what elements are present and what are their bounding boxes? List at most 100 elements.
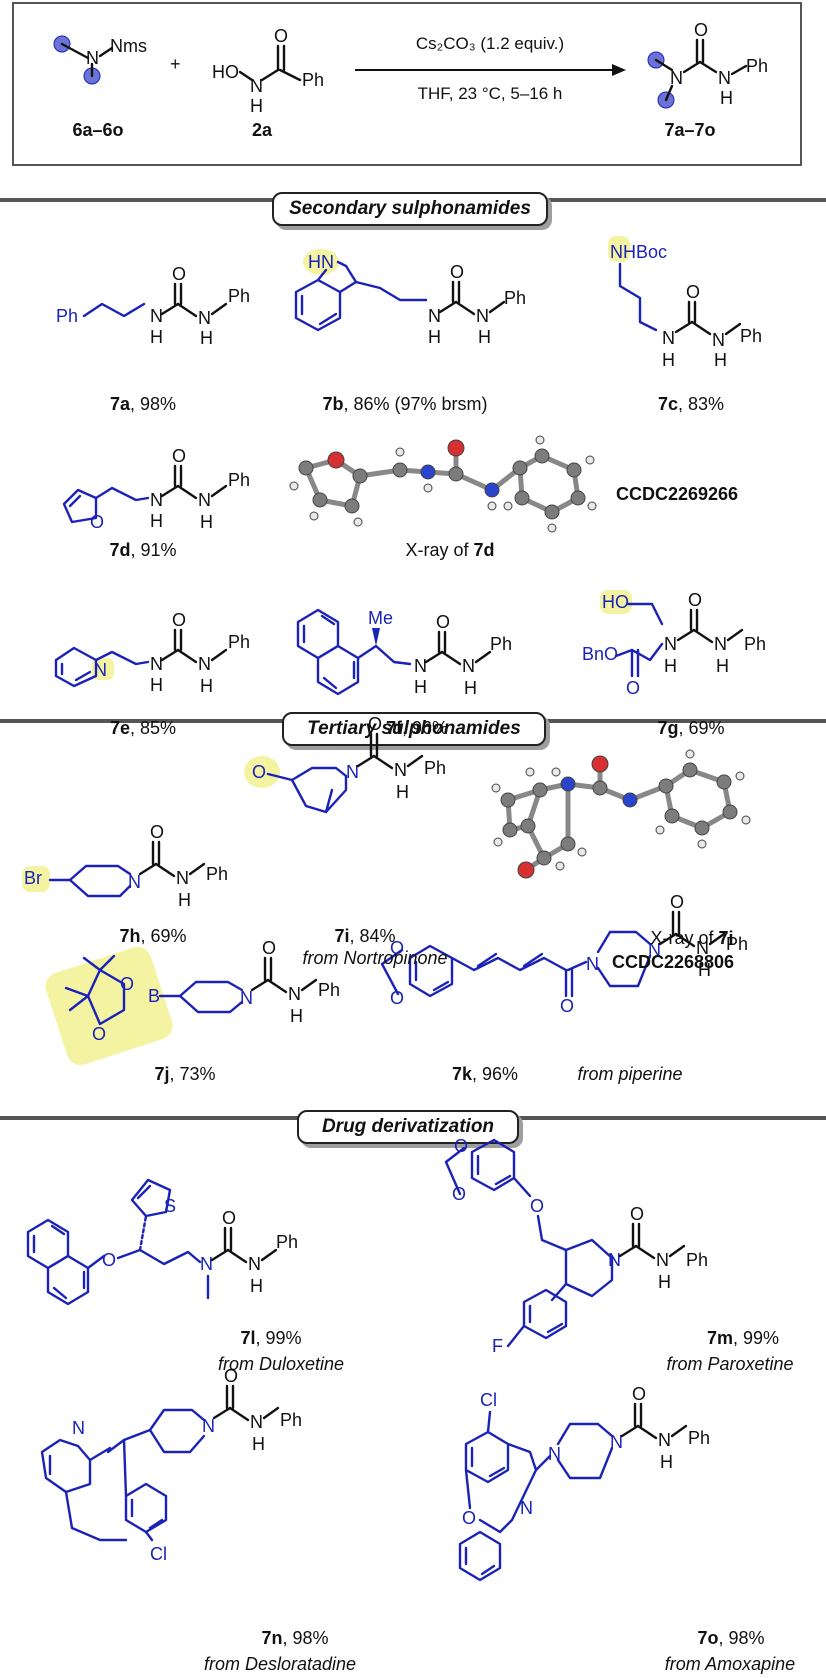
reactant-2a-label: 2a	[251, 120, 273, 140]
xray-7i-caption: X-ray of 7i	[650, 928, 734, 948]
ccdc-7i: CCDC2268806	[612, 952, 735, 972]
svg-text:H: H	[658, 1272, 671, 1292]
svg-text:Cl: Cl	[150, 1544, 167, 1564]
svg-text:H: H	[250, 96, 263, 116]
svg-text:H: H	[178, 890, 191, 910]
svg-text:O: O	[390, 988, 404, 1008]
svg-text:O: O	[222, 1208, 236, 1228]
svg-text:O: O	[632, 1384, 646, 1404]
svg-text:O: O	[694, 20, 708, 40]
svg-text:Ph: Ph	[228, 632, 250, 652]
structure-7o: Cl O N N N O N H Ph	[458, 1384, 710, 1582]
svg-text:H: H	[396, 782, 409, 802]
conditions-top: Cs₂CO₃ (1.2 equiv.)	[415, 34, 565, 53]
svg-text:O: O	[172, 446, 186, 466]
svg-text:H: H	[698, 960, 711, 980]
svg-text:O: O	[274, 26, 288, 46]
svg-text:Ph: Ph	[726, 934, 748, 954]
svg-text:Ph: Ph	[276, 1232, 298, 1252]
compound-label-7l: 7l, 99%	[240, 1328, 302, 1348]
svg-text:H: H	[660, 1452, 673, 1472]
structure-7d: O N H O N H Ph	[62, 446, 250, 532]
source-7m: from Paroxetine	[666, 1354, 794, 1374]
svg-text:HN: HN	[308, 252, 334, 272]
section-title-drug: Drug derivatization	[297, 1110, 519, 1144]
svg-text:O: O	[670, 892, 684, 912]
svg-text:N: N	[198, 308, 211, 328]
svg-text:H: H	[664, 656, 677, 676]
svg-text:N: N	[664, 634, 677, 654]
svg-text:O: O	[530, 1196, 544, 1216]
svg-text:O: O	[172, 264, 186, 284]
svg-text:S: S	[164, 1196, 176, 1216]
svg-text:N: N	[240, 988, 253, 1008]
source-7n: from Desloratadine	[203, 1654, 357, 1674]
structure-7a: Ph N H O N H Ph	[56, 264, 250, 348]
structure-7b: HN N H O N H Ph	[294, 249, 526, 347]
svg-text:N: N	[610, 1432, 623, 1452]
source-7l: from Duloxetine	[217, 1354, 345, 1374]
section-title-secondary: Secondary sulphonamides	[272, 192, 548, 226]
svg-text:N: N	[656, 1250, 669, 1270]
conditions-bottom: THF, 23 °C, 5–16 h	[417, 84, 563, 103]
svg-text:Ph: Ph	[686, 1250, 708, 1270]
svg-text:O: O	[436, 612, 450, 632]
svg-text:N: N	[670, 68, 683, 88]
svg-text:N: N	[658, 1430, 671, 1450]
svg-text:Ph: Ph	[688, 1428, 710, 1448]
product-label: 7a–7o	[664, 120, 716, 140]
reactant-6-structure: N Nms	[53, 35, 147, 85]
svg-text:Ph: Ph	[302, 70, 324, 90]
svg-text:N: N	[128, 872, 141, 892]
svg-text:H: H	[200, 676, 213, 696]
svg-text:N: N	[94, 660, 107, 680]
svg-text:Ph: Ph	[280, 1410, 302, 1430]
svg-text:Ph: Ph	[490, 634, 512, 654]
svg-text:H: H	[150, 675, 163, 695]
svg-text:N: N	[586, 954, 599, 974]
svg-text:H: H	[662, 350, 675, 370]
svg-text:BnO: BnO	[582, 644, 618, 664]
reactant-6-label: 6a–6o	[72, 120, 124, 140]
compound-label-7g: 7g, 69%	[657, 718, 725, 738]
xray-7i-model	[491, 749, 751, 879]
source-7i: from Nortropinone	[302, 948, 448, 968]
svg-text:Cl: Cl	[480, 1390, 497, 1410]
svg-text:O: O	[686, 282, 700, 302]
svg-text:H: H	[478, 327, 491, 347]
svg-text:O: O	[626, 678, 640, 698]
svg-text:Ph: Ph	[504, 288, 526, 308]
svg-text:O: O	[150, 822, 164, 842]
svg-text:O: O	[368, 714, 382, 734]
compound-label-7k: 7k, 96%	[451, 1064, 519, 1084]
structure-7j: O O B N O N H Ph	[45, 938, 340, 1066]
source-7k: from piperine	[577, 1064, 683, 1084]
svg-text:Ph: Ph	[228, 286, 250, 306]
compound-label-7j: 7j, 73%	[154, 1064, 216, 1084]
svg-text:N: N	[662, 328, 675, 348]
svg-text:N: N	[696, 938, 709, 958]
svg-text:Ph: Ph	[744, 634, 766, 654]
svg-text:N: N	[476, 306, 489, 326]
section-title-tertiary: Tertiary sulphonamides	[282, 712, 546, 746]
svg-text:H: H	[150, 327, 163, 347]
svg-text:N: N	[250, 76, 263, 96]
svg-text:N: N	[202, 1416, 215, 1436]
svg-text:O: O	[252, 762, 266, 782]
svg-text:H: H	[720, 88, 733, 108]
svg-text:HO: HO	[212, 62, 239, 82]
svg-text:O: O	[224, 1366, 238, 1386]
structure-7e: N N H O N H Ph	[54, 610, 250, 696]
structure-7m: O O O F N O N H Ph	[444, 1136, 708, 1356]
structure-7c: NHBoc N H O N H Ph	[608, 236, 762, 370]
svg-text:O: O	[630, 1204, 644, 1224]
svg-text:H: H	[414, 677, 427, 697]
svg-text:O: O	[90, 512, 104, 532]
svg-text:H: H	[714, 350, 727, 370]
svg-text:O: O	[454, 1136, 468, 1156]
structure-7h: Br N O N H Ph	[22, 822, 228, 910]
svg-text:N: N	[150, 654, 163, 674]
structure-7i: O N O N H Ph	[244, 714, 446, 814]
product-7-structure: N O N H Ph	[647, 20, 768, 109]
